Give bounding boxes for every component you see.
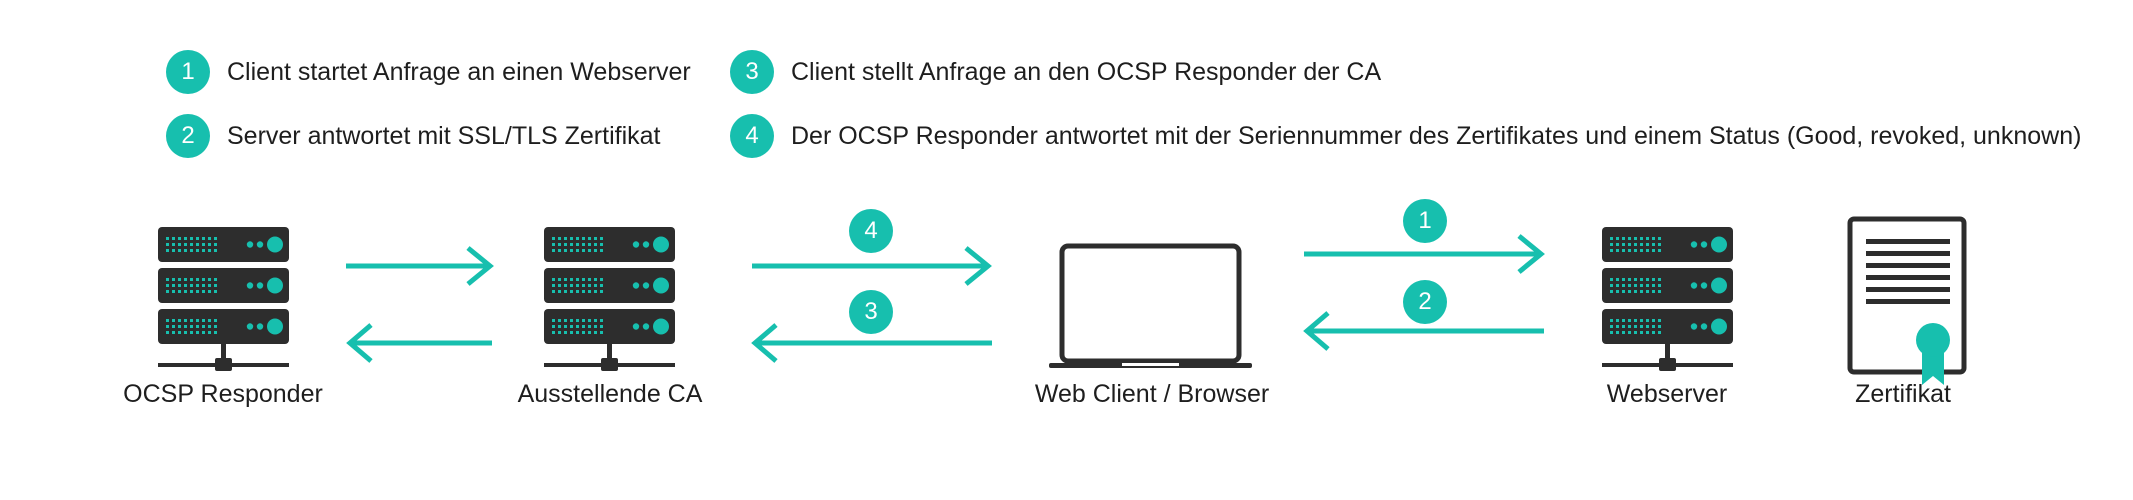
arrow-2-webserver-to-client: [1303, 311, 1544, 351]
ca-label: Ausstellende CA: [517, 380, 703, 408]
ca-server-icon: [544, 227, 675, 371]
legend-item-1: 1 Client startet Anfrage an einen Webser…: [166, 50, 691, 94]
arrow-badge-1: 1: [1403, 199, 1447, 243]
legend-text: Client startet Anfrage an einen Webserve…: [227, 57, 691, 86]
webserver-server-icon: [1602, 227, 1733, 371]
laptop-icon: [1049, 243, 1252, 368]
arrow-badge-3: 3: [849, 290, 893, 334]
arrow-ca-to-ocsp: [346, 323, 492, 363]
step-badge: 2: [166, 114, 210, 158]
webserver-label: Webserver: [1606, 380, 1728, 408]
legend-item-4: 4 Der OCSP Responder antwortet mit der S…: [730, 114, 2081, 158]
arrow-1-client-to-webserver: [1304, 234, 1545, 274]
step-badge: 4: [730, 114, 774, 158]
legend-text: Client stellt Anfrage an den OCSP Respon…: [791, 57, 1382, 86]
legend-item-2: 2 Server antwortet mit SSL/TLS Zertifika…: [166, 114, 660, 158]
certificate-label: Zertifikat: [1855, 380, 1951, 408]
ocsp-responder-server-icon: [158, 227, 289, 371]
arrow-badge-4: 4: [849, 209, 893, 253]
step-badge: 3: [730, 50, 774, 94]
client-label: Web Client / Browser: [1034, 380, 1270, 408]
arrow-3-client-to-ca: [751, 323, 992, 363]
ocsp-responder-label: OCSP Responder: [123, 380, 323, 408]
legend-text: Der OCSP Responder antwortet mit der Ser…: [791, 121, 2082, 150]
legend-text: Server antwortet mit SSL/TLS Zertifikat: [227, 121, 661, 150]
arrow-4-ca-to-client: [752, 246, 992, 286]
step-badge: 1: [166, 50, 210, 94]
arrow-badge-2: 2: [1403, 280, 1447, 324]
certificate-icon: [1847, 216, 1967, 385]
legend-item-3: 3 Client stellt Anfrage an den OCSP Resp…: [730, 50, 1381, 94]
arrow-ocsp-to-ca: [346, 246, 494, 286]
